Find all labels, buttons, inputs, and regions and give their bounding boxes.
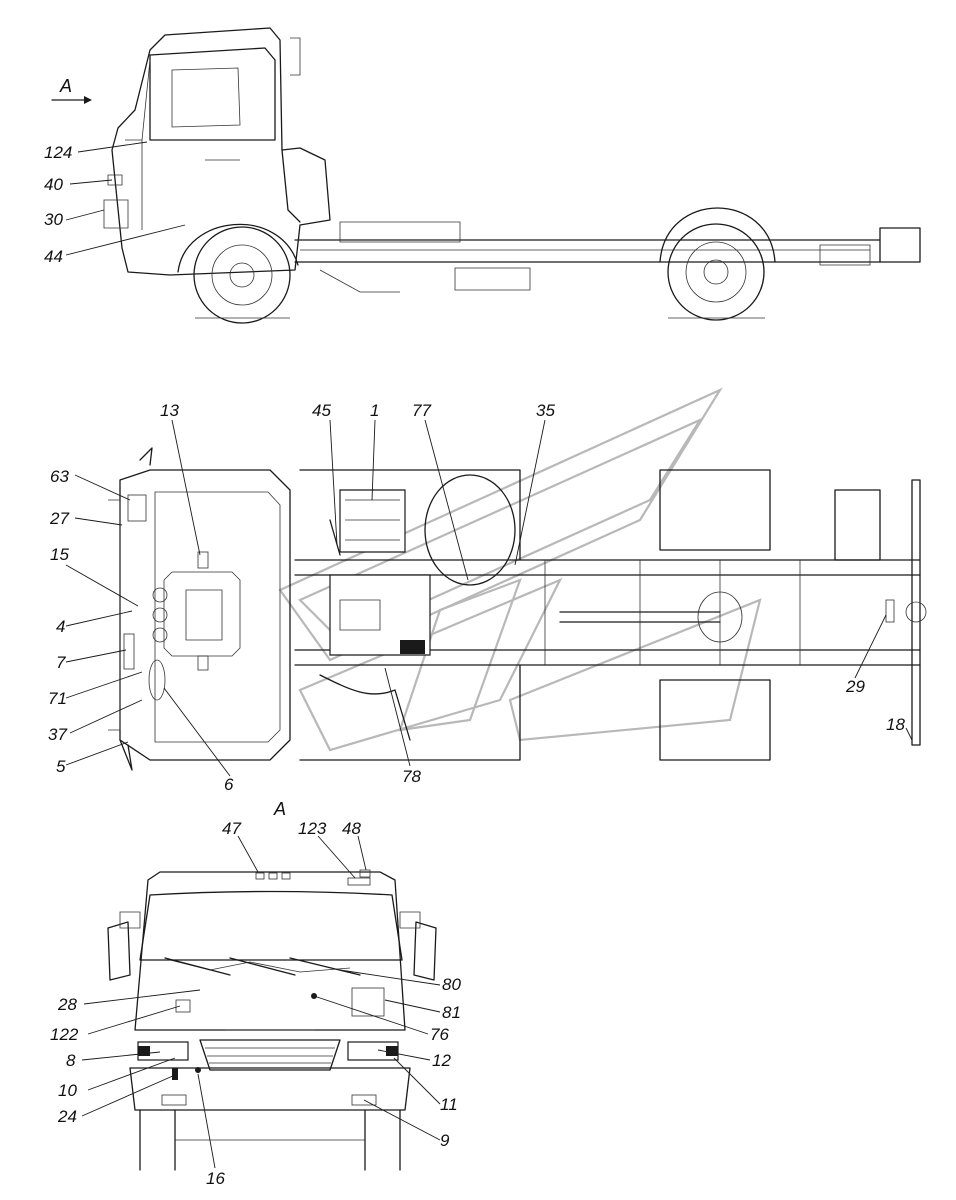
callout-label: 76 (430, 1025, 449, 1044)
callout-label: 35 (536, 401, 555, 420)
callout-label: 30 (44, 210, 63, 229)
watermark-logo (278, 387, 762, 752)
callout-label: 10 (58, 1081, 77, 1100)
callout-label: 78 (402, 767, 421, 786)
callout-label: 63 (50, 467, 69, 486)
side-view-drawing (51, 27, 921, 324)
callout-label: 6 (224, 775, 234, 794)
front-view-drawing (107, 869, 437, 1171)
callout-label: 44 (44, 247, 63, 266)
callout-label: 28 (57, 995, 77, 1014)
view-arrow-label: A (59, 76, 72, 96)
callout-label: 37 (48, 725, 67, 744)
callout-label: 5 (56, 757, 66, 776)
callout-label: 27 (49, 509, 69, 528)
callout-label: 8 (66, 1051, 76, 1070)
callout-label: 123 (298, 819, 327, 838)
callout-label: 15 (50, 545, 69, 564)
view-labels: A A (59, 76, 286, 819)
callout-label: 77 (412, 401, 431, 420)
front-view-label: A (273, 799, 286, 819)
callout-label: 29 (845, 677, 865, 696)
callout-label: 16 (206, 1169, 225, 1188)
top-view-drawing (108, 447, 927, 771)
callout-label: 48 (342, 819, 361, 838)
callout-label: 24 (57, 1107, 77, 1126)
callout-label: 18 (886, 715, 905, 734)
callout-label: 12 (432, 1051, 451, 1070)
callout-label: 1 (370, 401, 379, 420)
callout-label: 7 (56, 653, 66, 672)
callout-label: 13 (160, 401, 179, 420)
callout-label: 124 (44, 143, 72, 162)
callout-label: 11 (440, 1095, 458, 1114)
callout-label: 47 (222, 819, 241, 838)
callout-label: 71 (48, 689, 67, 708)
leader-lines (65, 141, 913, 1169)
callout-label: 4 (56, 617, 65, 636)
callout-label: 45 (312, 401, 331, 420)
callout-labels: 124 40 30 44 13 45 1 77 35 63 27 15 4 7 … (44, 143, 905, 1188)
callout-label: 9 (440, 1131, 450, 1150)
callout-label: 81 (442, 1003, 461, 1022)
callout-label: 40 (44, 175, 63, 194)
callout-label: 80 (442, 975, 461, 994)
callout-label: 122 (50, 1025, 79, 1044)
